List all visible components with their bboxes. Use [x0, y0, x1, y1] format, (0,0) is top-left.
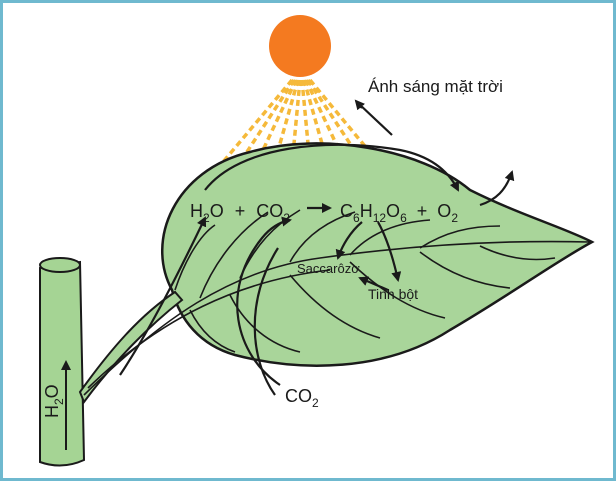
eq-o: O — [386, 201, 400, 221]
sucrose-label: Saccarôzơ — [297, 261, 360, 276]
sun-icon — [269, 15, 331, 77]
water-stem-label: H2O — [42, 384, 66, 418]
eq-plus1: + — [235, 201, 246, 221]
process-arrows — [119, 99, 515, 396]
eq-c-sub: 6 — [353, 211, 360, 225]
water-main: H — [42, 405, 62, 418]
eq-h2o-sub: 2 — [203, 211, 210, 225]
eq-h2o-tail: O — [210, 201, 224, 221]
eq-h-sub: 12 — [373, 211, 387, 225]
leaf-blade — [161, 142, 595, 367]
eq-o2-sub: 2 — [451, 211, 458, 225]
eq-c: C — [340, 201, 353, 221]
eq-o-sub: 6 — [400, 211, 407, 225]
eq-co2-sub: 2 — [283, 211, 290, 225]
starch-label: Tinh bột — [368, 286, 418, 302]
petiole — [78, 290, 184, 405]
eq-h: H — [360, 201, 373, 221]
eq-co2: CO — [256, 201, 283, 221]
co2-in-main: CO — [285, 386, 312, 406]
co2-input-label: CO2 — [285, 386, 319, 410]
eq-h2o: H — [190, 201, 203, 221]
water-tail: O — [42, 384, 62, 398]
water-sub: 2 — [52, 398, 66, 405]
sunlight-label: Ánh sáng mặt trời — [368, 77, 503, 96]
eq-o2: O — [437, 201, 451, 221]
equation: H2O + CO2 C6H12O6 + O2 — [190, 201, 458, 226]
co2-in-sub: 2 — [312, 396, 319, 410]
eq-plus2: + — [417, 201, 428, 221]
stem — [39, 257, 86, 467]
leaf-veins — [83, 209, 591, 396]
